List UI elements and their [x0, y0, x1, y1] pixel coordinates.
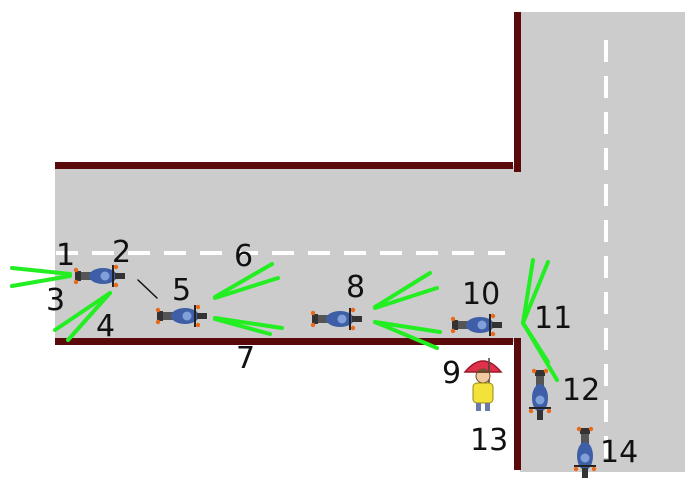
position-labels: 1 2 3 4 5 6 7 8 9 10 11 12 13 14	[46, 235, 638, 470]
wall-vertical-upper	[514, 12, 521, 172]
label-6: 6	[234, 239, 253, 274]
label-7: 7	[236, 341, 255, 376]
wall-top	[55, 162, 513, 169]
wall-bottom	[55, 338, 513, 345]
road-walls	[55, 12, 521, 470]
pedestrian-with-umbrella-icon	[463, 358, 503, 411]
sight-lines-bike-5	[213, 262, 284, 336]
label-4: 4	[96, 309, 115, 344]
junction-patch	[508, 166, 522, 342]
sight-lines-bike-11	[521, 258, 559, 382]
label-14: 14	[600, 435, 638, 470]
label-9: 9	[442, 356, 461, 391]
sight-lines	[10, 258, 559, 382]
label-1: 1	[56, 238, 75, 273]
lane-markings	[20, 40, 608, 470]
sight-lines-bike-1	[10, 266, 112, 342]
sight-lines-bike-8	[373, 271, 442, 350]
label-2: 2	[112, 235, 131, 270]
label-11: 11	[534, 301, 572, 336]
road-surfaces	[55, 12, 685, 472]
label-8: 8	[346, 270, 365, 305]
label-12: 12	[562, 373, 600, 408]
label-3: 3	[46, 283, 65, 318]
leader-line-2	[137, 279, 158, 299]
label-5: 5	[172, 273, 191, 308]
wall-vertical-lower	[514, 338, 521, 470]
label-13: 13	[470, 423, 508, 458]
label-10: 10	[462, 277, 500, 312]
